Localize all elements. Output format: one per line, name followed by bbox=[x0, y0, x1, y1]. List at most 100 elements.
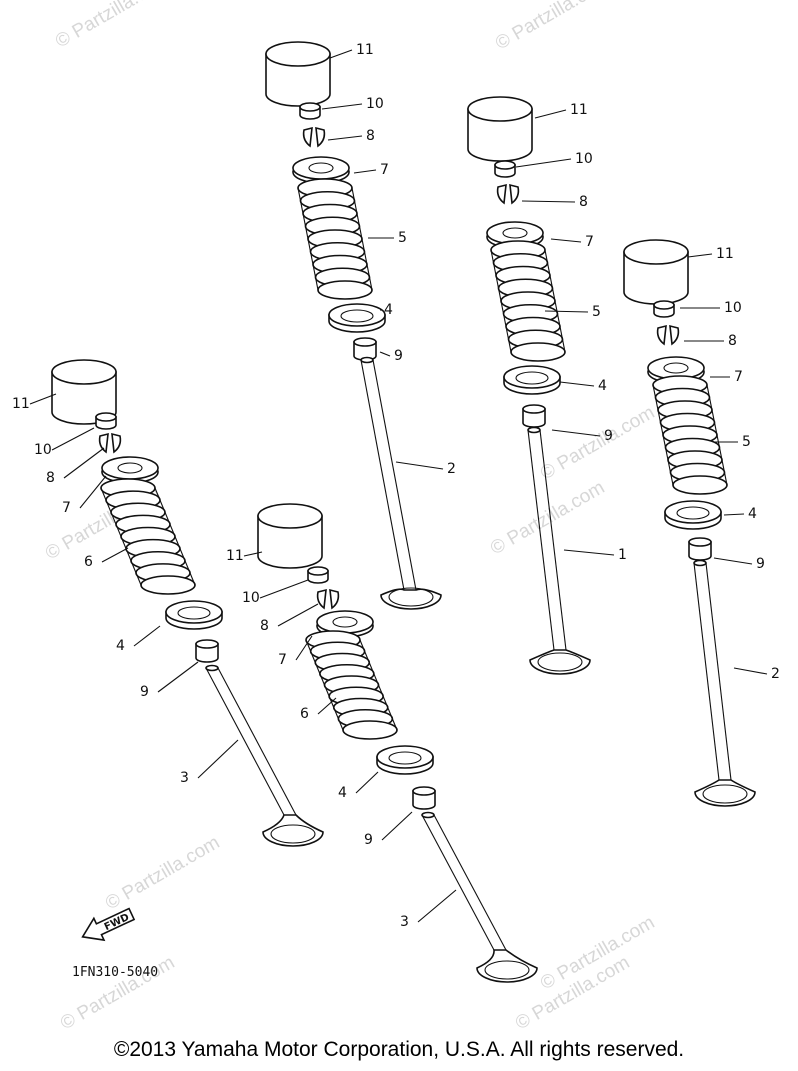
leader-line bbox=[29, 393, 57, 405]
part-number-label: 6 bbox=[84, 554, 93, 570]
part-number-label: 10 bbox=[366, 96, 384, 112]
leader-line bbox=[329, 49, 353, 59]
part-number-label: 2 bbox=[771, 666, 780, 682]
part-callout-8: 8 bbox=[46, 447, 105, 486]
part-callout-3: 3 bbox=[400, 889, 457, 930]
valve-pad-shim bbox=[307, 566, 329, 584]
part-number-label: 8 bbox=[46, 470, 55, 486]
valve-spring bbox=[297, 178, 373, 300]
leader-line bbox=[733, 667, 768, 675]
part-callout-11: 11 bbox=[12, 393, 57, 412]
valve-cotter bbox=[98, 432, 122, 454]
valve-lifter-bucket bbox=[51, 359, 117, 425]
part-number-label: 10 bbox=[242, 590, 260, 606]
part-callout-6: 6 bbox=[300, 697, 337, 722]
valve-spring-seat bbox=[165, 600, 223, 630]
part-number-label: 11 bbox=[716, 246, 734, 262]
valve bbox=[360, 356, 442, 610]
part-number-label: 9 bbox=[140, 684, 149, 700]
valve-assemblies: 1110875492111087549111108754921110876493… bbox=[12, 41, 780, 983]
leader-line bbox=[395, 461, 444, 470]
part-callout-9: 9 bbox=[364, 811, 413, 848]
valve-cotter bbox=[316, 588, 340, 610]
leader-line bbox=[133, 625, 161, 647]
valve-spring bbox=[305, 630, 398, 740]
part-number-label: 10 bbox=[724, 300, 742, 316]
part-number-label: 8 bbox=[728, 333, 737, 349]
part-callout-5: 5 bbox=[368, 230, 407, 246]
leader-line bbox=[723, 513, 745, 516]
part-number-label: 11 bbox=[12, 396, 30, 412]
valve-spring bbox=[100, 478, 196, 595]
part-callout-4: 4 bbox=[380, 302, 393, 318]
watermark-text: © Partzilla.com bbox=[492, 0, 613, 54]
leader-line bbox=[550, 238, 582, 243]
part-number-label: 3 bbox=[400, 914, 409, 930]
part-number-label: 4 bbox=[748, 506, 757, 522]
part-callout-7: 7 bbox=[550, 234, 594, 250]
part-callout-11: 11 bbox=[687, 246, 734, 262]
copyright-notice: ©2013 Yamaha Motor Corporation, U.S.A. A… bbox=[113, 1038, 685, 1061]
part-number-label: 7 bbox=[734, 369, 743, 385]
valve-pad-shim bbox=[299, 102, 321, 120]
leader-line bbox=[101, 547, 129, 563]
leader-line bbox=[197, 739, 239, 779]
part-callout-8: 8 bbox=[260, 603, 319, 634]
valve-pad-shim bbox=[494, 160, 516, 178]
leader-line bbox=[243, 551, 263, 557]
part-callout-3: 3 bbox=[180, 739, 239, 786]
fwd-arrow-icon: FWD bbox=[81, 907, 136, 942]
part-number-label: 8 bbox=[366, 128, 375, 144]
valve bbox=[421, 811, 538, 983]
part-number-label: 7 bbox=[62, 500, 71, 516]
part-callout-4: 4 bbox=[338, 771, 379, 801]
part-number-label: 3 bbox=[180, 770, 189, 786]
part-callout-9: 9 bbox=[140, 661, 199, 700]
part-callout-4: 4 bbox=[116, 625, 161, 654]
leader-line bbox=[521, 200, 576, 203]
part-callout-10: 10 bbox=[321, 96, 384, 112]
part-number-label: 5 bbox=[398, 230, 407, 246]
part-callout-6: 6 bbox=[84, 547, 129, 570]
valve-spring bbox=[490, 240, 566, 362]
leader-line bbox=[563, 549, 615, 556]
watermark-text: © Partzilla.com bbox=[487, 477, 608, 559]
leader-line bbox=[379, 351, 391, 357]
valve-cotter bbox=[656, 324, 680, 346]
valve-pad-shim bbox=[653, 300, 675, 318]
valve-pad-shim bbox=[95, 412, 117, 430]
part-number-label: 9 bbox=[604, 428, 613, 444]
part-callout-5: 5 bbox=[714, 434, 751, 450]
leader-line bbox=[515, 158, 572, 168]
part-number-label: 7 bbox=[380, 162, 389, 178]
leader-line bbox=[559, 381, 595, 387]
part-number-label: 5 bbox=[592, 304, 601, 320]
part-number-label: 4 bbox=[598, 378, 607, 394]
part-number-label: 2 bbox=[447, 461, 456, 477]
leader-line bbox=[534, 109, 567, 119]
part-callout-8: 8 bbox=[327, 128, 375, 144]
part-callout-10: 10 bbox=[680, 300, 742, 316]
part-number-label: 11 bbox=[570, 102, 588, 118]
leader-line bbox=[381, 811, 413, 841]
part-callout-9: 9 bbox=[379, 348, 403, 364]
leader-line bbox=[355, 771, 379, 794]
leader-line bbox=[295, 635, 313, 661]
part-callout-11: 11 bbox=[329, 42, 374, 59]
part-number-label: 1 bbox=[618, 547, 627, 563]
leader-line bbox=[417, 889, 457, 923]
leader-line bbox=[277, 603, 319, 627]
drawing-code: 1FN310-5040 bbox=[72, 965, 158, 980]
leader-line bbox=[544, 310, 589, 313]
valve-lifter-bucket bbox=[467, 96, 533, 162]
valve-stem-seal bbox=[688, 537, 712, 561]
valve-lifter-bucket bbox=[265, 41, 331, 107]
part-callout-11: 11 bbox=[226, 548, 263, 564]
part-callout-10: 10 bbox=[242, 579, 309, 606]
part-callout-5: 5 bbox=[544, 304, 601, 320]
leader-line bbox=[317, 697, 337, 715]
valve-spring bbox=[652, 375, 728, 495]
leader-line bbox=[157, 661, 199, 693]
